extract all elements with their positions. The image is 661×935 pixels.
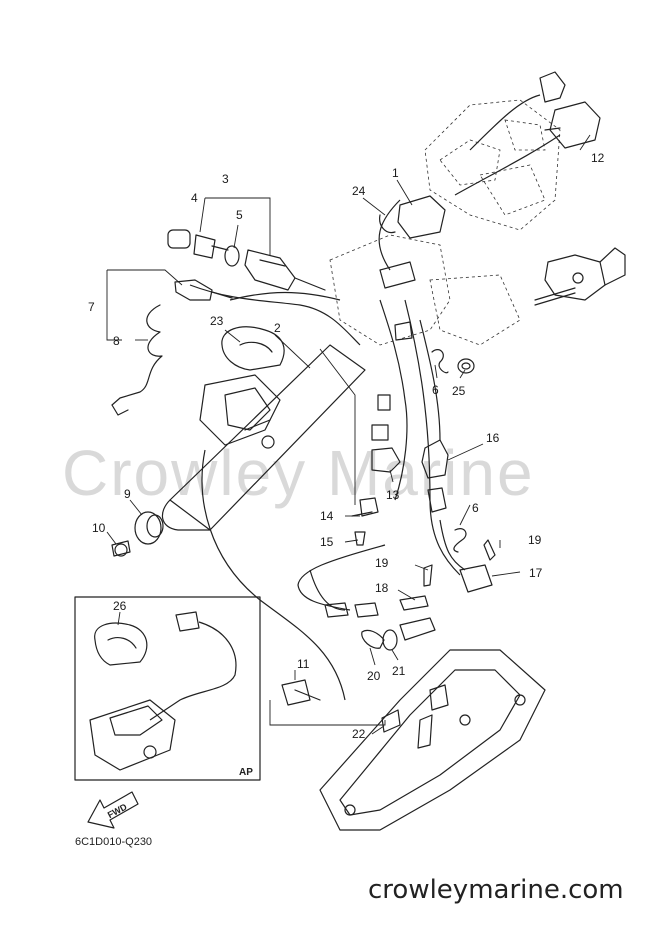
callout-3: 3 [222,172,229,186]
callout-25: 25 [452,384,466,398]
footer-site: crowleymarine.com [368,875,624,905]
callout-1: 1 [392,166,399,180]
engine-housing-outline [329,99,561,346]
callout-24: 24 [352,184,366,198]
callout-6a: 6 [432,383,439,397]
watermark: Crowley Marine [62,437,535,509]
callout-5: 5 [236,208,243,222]
callout-20: 20 [367,669,381,683]
fwd-label: FWD [106,801,129,820]
inset-label: AP [239,767,253,778]
callout-23: 23 [210,314,224,328]
callout-26: 26 [113,599,127,613]
callout-4: 4 [191,191,198,205]
callout-19b: 19 [528,533,542,547]
callout-10: 10 [92,521,106,535]
throttle-cap [111,511,164,557]
stop-switch-lanyard [111,279,233,416]
callout-12: 12 [591,151,605,165]
wire-harness [189,94,561,701]
callout-19a: 19 [375,556,389,570]
throttle-grip [221,326,285,371]
callout-11: 11 [297,657,310,671]
ap-inset: AP [74,596,261,781]
callout-22: 22 [352,727,366,741]
callout-6b: 6 [472,501,479,515]
callout-17: 17 [529,566,543,580]
callout-7: 7 [88,300,95,314]
callout-13: 13 [386,488,400,502]
callout-8: 8 [113,334,120,348]
callout-16: 16 [486,431,500,445]
connector-11 [281,679,321,706]
callout-21: 21 [392,664,406,678]
connector-12 [539,71,601,149]
main-switch-assembly [167,229,326,291]
bottom-cowling [319,649,546,831]
tiller-handle [161,344,366,531]
fwd-arrow: FWD [87,791,139,829]
lower-harness-parts [324,539,496,733]
relay-components [351,394,449,546]
leader-lines [106,134,591,735]
callout-numbers: 1 24 12 3 4 5 7 8 23 2 6 25 16 9 13 6 14… [88,151,605,741]
callout-18: 18 [375,581,389,595]
callout-9: 9 [124,487,131,501]
callout-2: 2 [274,321,281,335]
wire-clip [431,349,475,553]
diagram-code: 6C1D010-Q230 [75,836,152,848]
callout-14: 14 [320,509,334,523]
mount-bracket [534,247,626,306]
callout-15: 15 [320,535,334,549]
connector-1 [379,195,446,341]
